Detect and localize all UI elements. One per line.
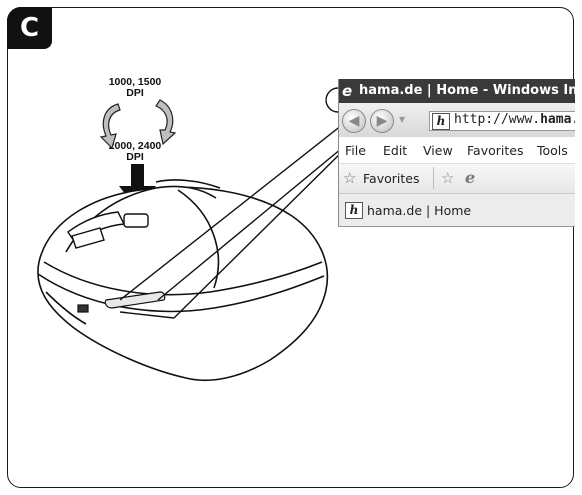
browser-menu-bar: File Edit View Favorites Tools bbox=[339, 137, 575, 163]
menu-view[interactable]: View bbox=[423, 143, 453, 158]
tab-favicon-icon: h bbox=[345, 202, 363, 219]
dpi-label-high: 2000, 2400 DPI bbox=[104, 141, 166, 163]
url-prefix: http://www. bbox=[454, 112, 541, 127]
browser-address-bar: ◀ ▶ ▼ h http://www.hama.de bbox=[339, 103, 575, 137]
browser-title: hama.de | Home - Windows Inte bbox=[359, 83, 575, 98]
dpi-label-low-values: 1000, 1500 bbox=[108, 76, 162, 88]
browser-tab[interactable]: h hama.de | Home bbox=[339, 193, 575, 226]
add-favorite-icon[interactable]: ☆ bbox=[441, 169, 455, 187]
menu-file[interactable]: File bbox=[345, 143, 366, 158]
tab-label: hama.de | Home bbox=[367, 203, 472, 218]
favorites-bar: ☆ Favorites ☆ e bbox=[339, 163, 575, 194]
favorites-label[interactable]: Favorites bbox=[363, 171, 420, 186]
browser-title-bar: e hama.de | Home - Windows Inte bbox=[339, 79, 575, 103]
dpi-label-high-unit: DPI bbox=[126, 151, 144, 163]
toolbar-divider bbox=[433, 167, 434, 189]
site-favicon-icon: h bbox=[432, 113, 450, 130]
mouse-top-buttons bbox=[67, 211, 149, 249]
history-dropdown-icon[interactable]: ▼ bbox=[399, 115, 406, 124]
forward-arrow-icon[interactable]: ▶ bbox=[370, 109, 394, 133]
menu-favorites[interactable]: Favorites bbox=[467, 143, 524, 158]
menu-tools[interactable]: Tools bbox=[537, 143, 568, 158]
back-arrow-icon[interactable]: ◀ bbox=[342, 109, 366, 133]
callout-lines bbox=[119, 124, 371, 319]
step-badge: C bbox=[7, 7, 52, 49]
cycle-arrows-icon bbox=[99, 99, 177, 150]
ie-logo-icon: e bbox=[342, 82, 353, 100]
favorites-star-icon[interactable]: ☆ bbox=[343, 169, 357, 187]
suggested-sites-icon[interactable]: e bbox=[465, 168, 476, 187]
dpi-label-low: 1000, 1500 DPI bbox=[104, 77, 166, 99]
dpi-label-high-values: 2000, 2400 bbox=[108, 140, 162, 152]
mouse-side-button bbox=[77, 291, 166, 313]
url-domain: hama.de bbox=[540, 112, 575, 127]
menu-edit[interactable]: Edit bbox=[383, 143, 408, 158]
dpi-label-low-unit: DPI bbox=[126, 87, 144, 99]
url-field[interactable]: h http://www.hama.de bbox=[429, 111, 575, 131]
